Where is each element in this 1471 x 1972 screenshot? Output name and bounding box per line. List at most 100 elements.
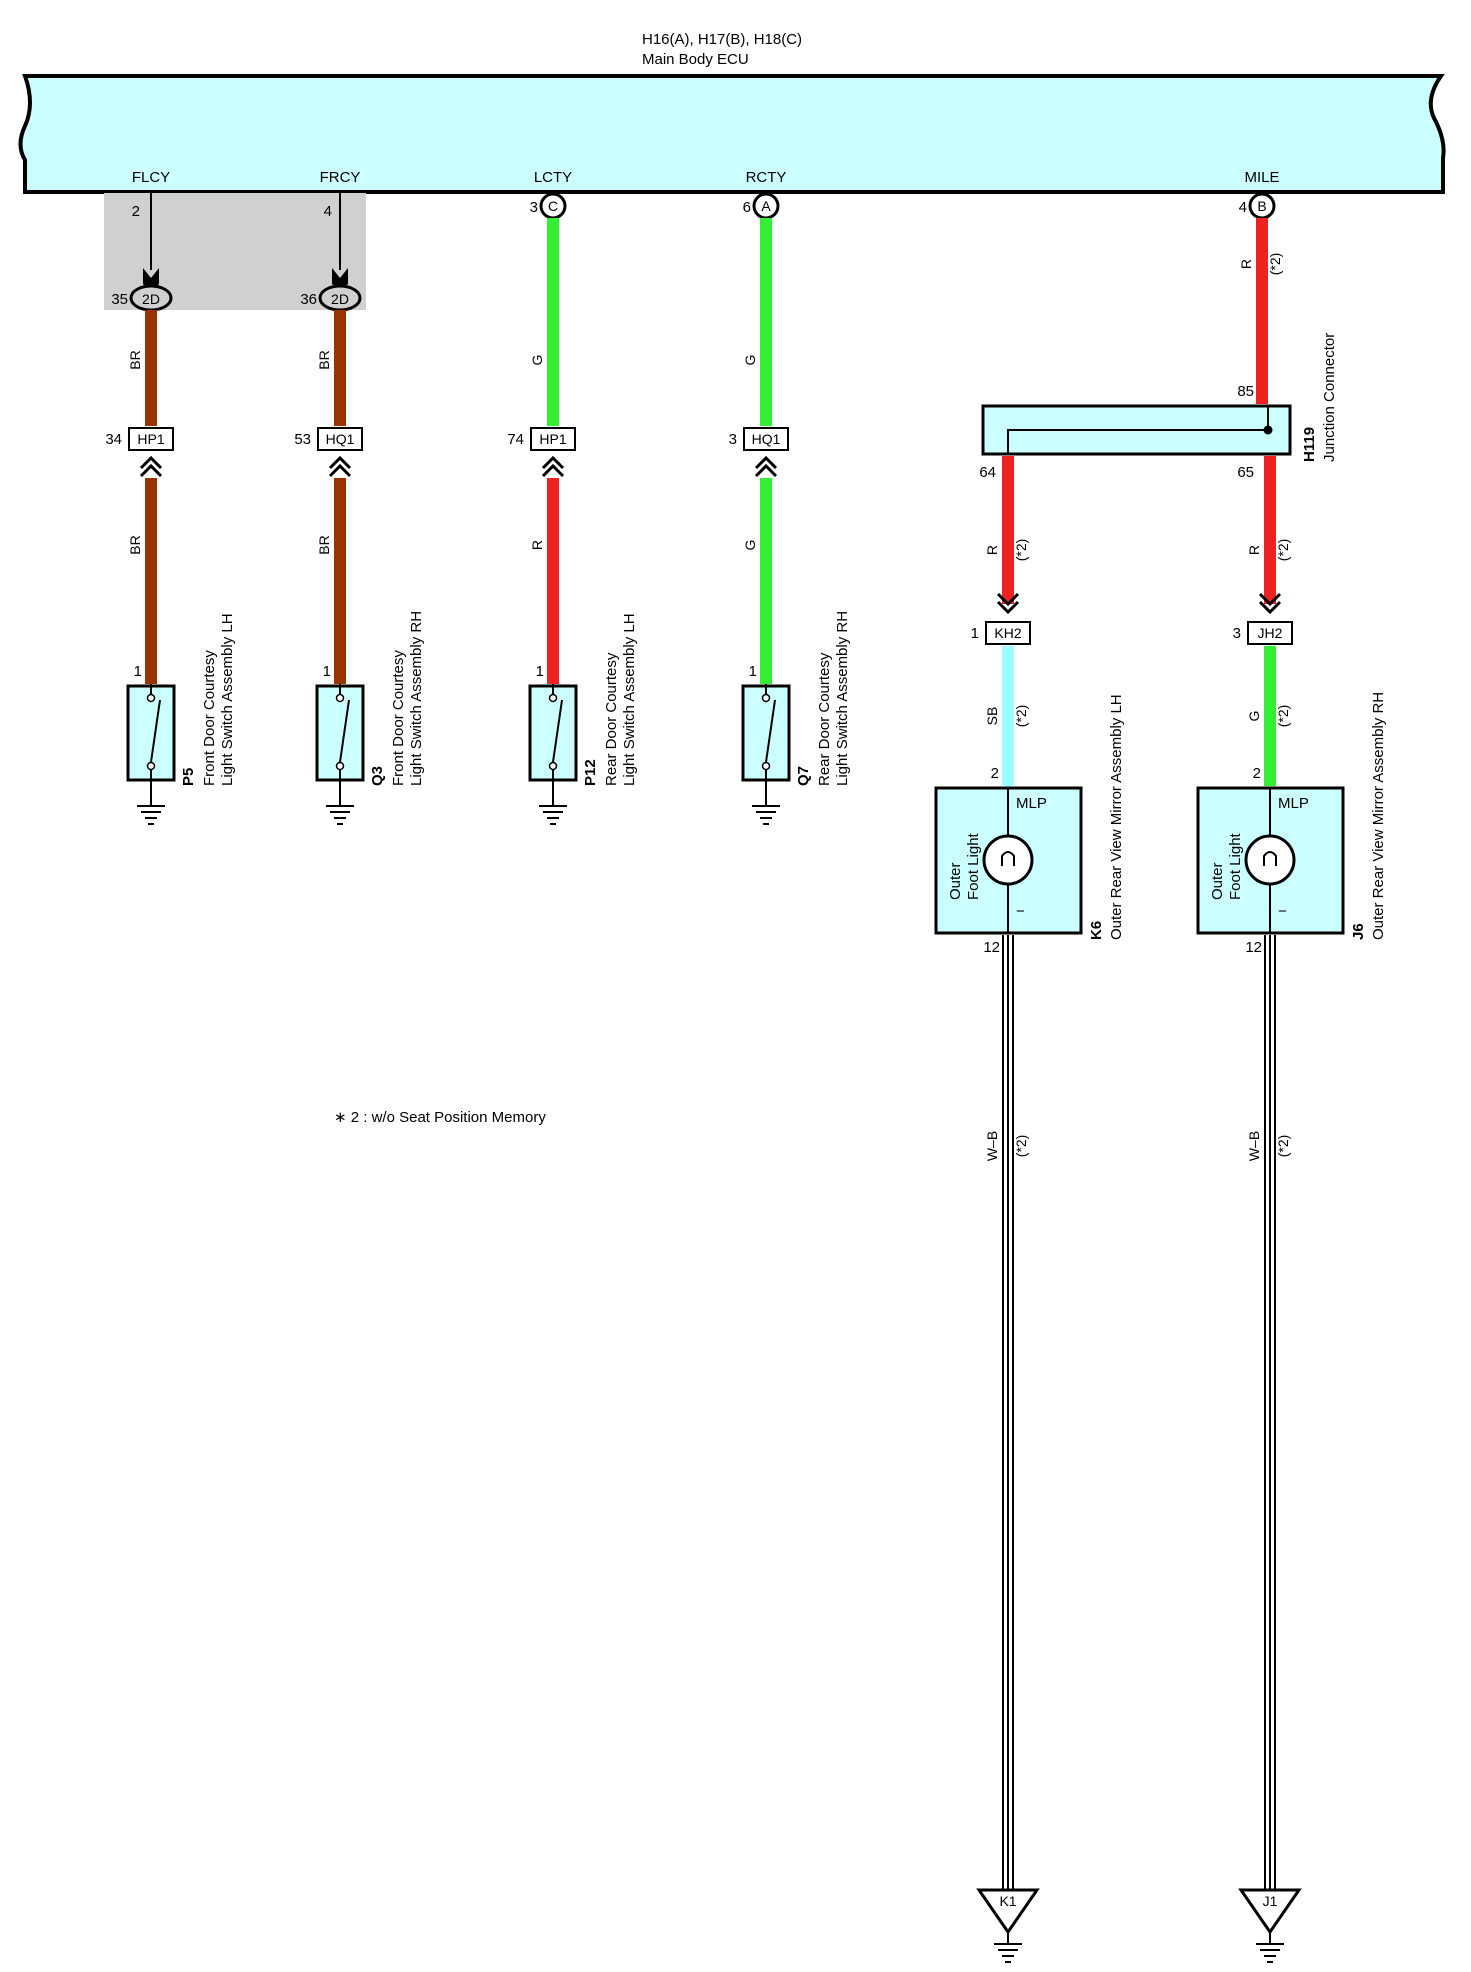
switch-pin: 1 xyxy=(536,663,544,680)
switch-name-line1: Front Door Courtesy xyxy=(201,650,218,786)
inline-connector-pin: 74 xyxy=(507,431,524,448)
foot-light-lamp-icon xyxy=(1196,786,1345,935)
terminal-label-mile: MILE xyxy=(1244,169,1279,186)
mirror-name: Outer Rear View Mirror Assembly RH xyxy=(1370,692,1387,940)
wire-color: G xyxy=(1246,711,1262,722)
inline-connector-pin: 34 xyxy=(105,431,122,448)
connector-chevron-icon xyxy=(139,455,163,478)
lamp-pin: 2 xyxy=(991,765,999,782)
terminal-label-flcy: FLCY xyxy=(132,169,170,186)
inline-connector xyxy=(1247,621,1293,645)
inline-connector-id: HP1 xyxy=(539,431,566,447)
inline-connector-id: JH2 xyxy=(1258,625,1283,641)
inline-connector xyxy=(985,621,1031,645)
lamp-name-line1: Outer xyxy=(1209,862,1226,900)
ground-pin: 12 xyxy=(1245,939,1262,956)
footnote: ∗ 2 : w/o Seat Position Memory xyxy=(334,1109,546,1126)
pin-lcty: 3 xyxy=(530,199,538,216)
junction-node-icon xyxy=(1263,425,1273,435)
junction-pin-in: 85 xyxy=(1237,383,1254,400)
wire-color: BR xyxy=(127,350,143,369)
door-switch-icon xyxy=(126,684,176,825)
pin-rcty: 6 xyxy=(743,199,751,216)
connector-chevron-icon xyxy=(1258,592,1282,615)
inline-connector-pin: 3 xyxy=(1233,625,1241,642)
junction-2d-pin: 36 xyxy=(300,291,317,308)
junction-pin-left: 64 xyxy=(979,464,996,481)
ground-id: J1 xyxy=(1263,1893,1278,1909)
ground-pin: 12 xyxy=(983,939,1000,956)
mirror-name: Outer Rear View Mirror Assembly LH xyxy=(1108,694,1125,940)
junction-name: Junction Connector xyxy=(1321,333,1338,462)
ground-point-icon xyxy=(1238,1888,1302,1963)
inline-connector xyxy=(317,427,363,451)
connector-chevron-icon xyxy=(541,455,565,478)
wire-color: BR xyxy=(316,535,332,554)
terminal-label-lcty: LCTY xyxy=(534,169,572,186)
wire-color: BR xyxy=(316,350,332,369)
switch-code: Q3 xyxy=(369,766,386,786)
inline-connector xyxy=(530,427,576,451)
ecu-connectors: H16(A), H17(B), H18(C) xyxy=(642,31,802,48)
wire-color: R xyxy=(1246,545,1262,555)
wire-color: W–B xyxy=(984,1131,1000,1161)
lamp-minus: − xyxy=(1016,903,1025,920)
wire-color: G xyxy=(529,355,545,366)
wire-note: (*2) xyxy=(1275,705,1291,728)
switch-name-line1: Rear Door Courtesy xyxy=(603,652,620,786)
inline-connector-id: HQ1 xyxy=(752,431,781,447)
inline-connector-id: HQ1 xyxy=(326,431,355,447)
junction-pin-right: 65 xyxy=(1237,464,1254,481)
terminal-label-rcty: RCTY xyxy=(746,169,787,186)
inline-connector-id: HP1 xyxy=(137,431,164,447)
switch-code: P12 xyxy=(582,759,599,786)
switch-name-line2: Light Switch Assembly LH xyxy=(621,613,638,786)
lamp-label: MLP xyxy=(1016,795,1047,812)
ground-id: K1 xyxy=(999,1893,1016,1909)
connector-letter: B xyxy=(1257,198,1266,214)
pin-frcy: 4 xyxy=(324,203,332,220)
wire-note: (*2) xyxy=(1013,705,1029,728)
switch-code: P5 xyxy=(180,768,197,786)
switch-name-line2: Light Switch Assembly RH xyxy=(408,611,425,786)
door-switch-icon xyxy=(741,684,791,825)
connector-letter: C xyxy=(548,198,558,214)
junction-2d-id: 2D xyxy=(331,291,349,307)
lamp-minus: − xyxy=(1278,903,1287,920)
terminal-label-frcy: FRCY xyxy=(320,169,361,186)
foot-light-lamp-icon xyxy=(934,786,1083,935)
connector-letter: A xyxy=(761,198,771,214)
main-body-ecu xyxy=(18,74,1446,194)
door-switch-icon xyxy=(315,684,365,825)
connector-chevron-icon xyxy=(996,592,1020,615)
mirror-code: J6 xyxy=(1350,923,1367,940)
inline-connector-pin: 53 xyxy=(294,431,311,448)
lamp-label: MLP xyxy=(1278,795,1309,812)
wire-note: (*2) xyxy=(1275,539,1291,562)
connector-arrow-icon xyxy=(143,268,159,290)
lamp-name-line2: Foot Light xyxy=(1227,832,1244,900)
lamp-pin: 2 xyxy=(1253,765,1261,782)
switch-name-line1: Front Door Courtesy xyxy=(390,650,407,786)
switch-pin: 1 xyxy=(134,663,142,680)
switch-name-line2: Light Switch Assembly LH xyxy=(219,613,236,786)
inline-connector xyxy=(128,427,174,451)
lamp-name-line1: Outer xyxy=(947,862,964,900)
wire-color: W–B xyxy=(1246,1131,1262,1161)
inline-connector xyxy=(743,427,789,451)
inline-connector-pin: 1 xyxy=(971,625,979,642)
wire-color: G xyxy=(742,540,758,551)
lamp-name-line2: Foot Light xyxy=(965,832,982,900)
ground-point-icon xyxy=(976,1888,1040,1963)
switch-name-line1: Rear Door Courtesy xyxy=(816,652,833,786)
pin-mile: 4 xyxy=(1239,199,1247,216)
pin-flcy: 2 xyxy=(132,203,140,220)
junction-2d-pin: 35 xyxy=(111,291,128,308)
ecu-name: Main Body ECU xyxy=(642,51,749,68)
junction-2d-id: 2D xyxy=(142,291,160,307)
wire-color: R xyxy=(529,540,545,550)
inline-connector-pin: 3 xyxy=(729,431,737,448)
wire-note: (*2) xyxy=(1013,539,1029,562)
inline-connector-id: KH2 xyxy=(994,625,1021,641)
